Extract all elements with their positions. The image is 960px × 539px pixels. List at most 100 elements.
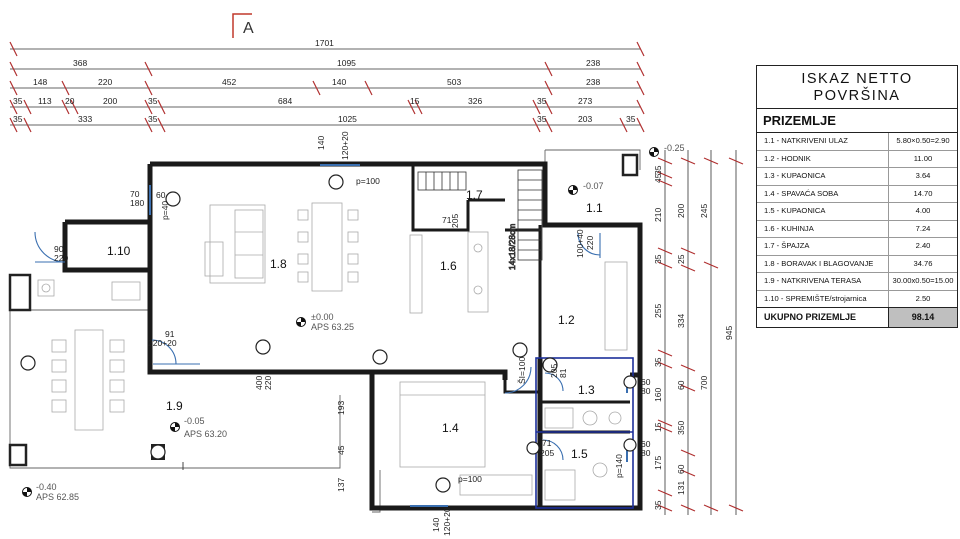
svg-text:-0.40: -0.40: [36, 482, 57, 492]
floor-plan: A 1701 368 1095 238 148 220 452 140 503 …: [8, 13, 744, 536]
svg-text:220: 220: [263, 376, 273, 390]
right-dimension-ticks: [657, 157, 744, 512]
level-marker-icon: [22, 487, 32, 497]
right-dimension-lines: [664, 150, 737, 515]
svg-text:81: 81: [558, 368, 568, 378]
svg-text:1095: 1095: [337, 58, 356, 68]
svg-text:35: 35: [537, 96, 547, 106]
svg-text:60: 60: [676, 380, 686, 390]
svg-text:70: 70: [130, 189, 140, 199]
top-dimension-lines: [10, 48, 640, 126]
svg-text:503: 503: [447, 77, 461, 87]
svg-text:205: 205: [450, 214, 460, 228]
room-labels: 1.1 1.2 1.3 1.4 1.5 1.6 1.7 1.8 1.9 1.10: [107, 188, 603, 461]
svg-text:-0.07: -0.07: [583, 181, 604, 191]
svg-text:60: 60: [641, 439, 651, 449]
svg-text:35: 35: [626, 114, 636, 124]
svg-text:35: 35: [13, 96, 23, 106]
svg-text:945: 945: [724, 326, 734, 340]
svg-text:35: 35: [148, 114, 158, 124]
svg-text:15: 15: [410, 96, 420, 106]
svg-text:200: 200: [103, 96, 117, 106]
room-1-1: 1.1: [586, 201, 603, 215]
svg-text:80: 80: [641, 386, 651, 396]
svg-text:193: 193: [336, 401, 346, 415]
svg-text:120+20: 120+20: [442, 507, 452, 536]
svg-text:60: 60: [156, 190, 166, 200]
svg-text:120+20: 120+20: [340, 131, 350, 160]
svg-text:113: 113: [38, 96, 52, 106]
svg-text:203: 203: [578, 114, 592, 124]
svg-text:60: 60: [676, 464, 686, 474]
svg-text:25: 25: [676, 254, 686, 264]
total-value: 98.14: [888, 308, 957, 327]
svg-text:205: 205: [540, 448, 554, 458]
area-table-total: UKUPNO PRIZEMLJE 98.14: [757, 308, 957, 327]
svg-text:-0.25: -0.25: [664, 143, 685, 153]
svg-text:137: 137: [336, 478, 346, 492]
level-marker-icon: [296, 317, 306, 327]
svg-text:175: 175: [653, 456, 663, 470]
top-dimension-values: 1701 368 1095 238 148 220 452 140 503 23…: [13, 38, 636, 124]
svg-text:200: 200: [676, 204, 686, 218]
svg-text:140: 140: [431, 518, 441, 532]
svg-text:684: 684: [278, 96, 292, 106]
svg-text:220: 220: [585, 236, 595, 250]
svg-text:APS 63.25: APS 63.25: [311, 322, 354, 332]
section-marker: A: [232, 13, 254, 38]
svg-text:20: 20: [65, 96, 75, 106]
svg-text:71: 71: [442, 215, 452, 225]
svg-text:35: 35: [653, 357, 663, 367]
room-1-2: 1.2: [558, 313, 575, 327]
svg-text:35: 35: [653, 254, 663, 264]
svg-text:APS 62.85: APS 62.85: [36, 492, 79, 502]
svg-text:180: 180: [130, 198, 144, 208]
svg-text:90: 90: [54, 244, 64, 254]
area-table-section: PRIZEMLJE: [757, 109, 957, 133]
room-1-10: 1.10: [107, 244, 131, 258]
svg-text:452: 452: [222, 77, 236, 87]
stairs-label: 14x18/28cm: [507, 224, 517, 270]
total-label: UKUPNO PRIZEMLJE: [764, 312, 857, 322]
svg-text:273: 273: [578, 96, 592, 106]
svg-text:334: 334: [676, 314, 686, 328]
right-dimension-values: 35 45 210 35 255 35 160 15 175 35 200 25…: [653, 165, 734, 510]
room-1-5: 1.5: [571, 447, 588, 461]
svg-text:p=140: p=140: [614, 454, 624, 478]
svg-text:100+40: 100+40: [575, 229, 585, 258]
svg-text:±0.00: ±0.00: [311, 312, 333, 322]
svg-text:71: 71: [542, 438, 552, 448]
svg-text:131: 131: [676, 481, 686, 495]
svg-text:APS 63.20: APS 63.20: [184, 429, 227, 439]
svg-text:ŠI=100: ŠI=100: [517, 357, 527, 384]
section-marker-label: A: [243, 20, 254, 37]
svg-text:-0.05: -0.05: [184, 416, 205, 426]
svg-text:210: 210: [653, 208, 663, 222]
room-1-3: 1.3: [578, 383, 595, 397]
svg-text:160: 160: [653, 388, 663, 402]
svg-text:p=40: p=40: [160, 201, 170, 220]
svg-text:220: 220: [98, 77, 112, 87]
room-1-7: 1.7: [466, 188, 483, 202]
room-1-4: 1.4: [442, 421, 459, 435]
level-markers: -0.25 -0.07 ±0.00 APS 63.25 -0.05 APS 63…: [22, 143, 685, 502]
svg-text:45: 45: [336, 445, 346, 455]
svg-text:333: 333: [78, 114, 92, 124]
level-marker-icon: [170, 422, 180, 432]
area-table: ISKAZ NETTO POVRŠINA PRIZEMLJE 1.1 - NAT…: [756, 65, 958, 328]
svg-text:80: 80: [641, 448, 651, 458]
svg-text:91: 91: [165, 329, 175, 339]
svg-text:220: 220: [54, 253, 68, 263]
svg-text:350: 350: [676, 421, 686, 435]
svg-text:35: 35: [148, 96, 158, 106]
dimension-ticks: [9, 41, 645, 133]
svg-text:p=100: p=100: [356, 176, 380, 186]
